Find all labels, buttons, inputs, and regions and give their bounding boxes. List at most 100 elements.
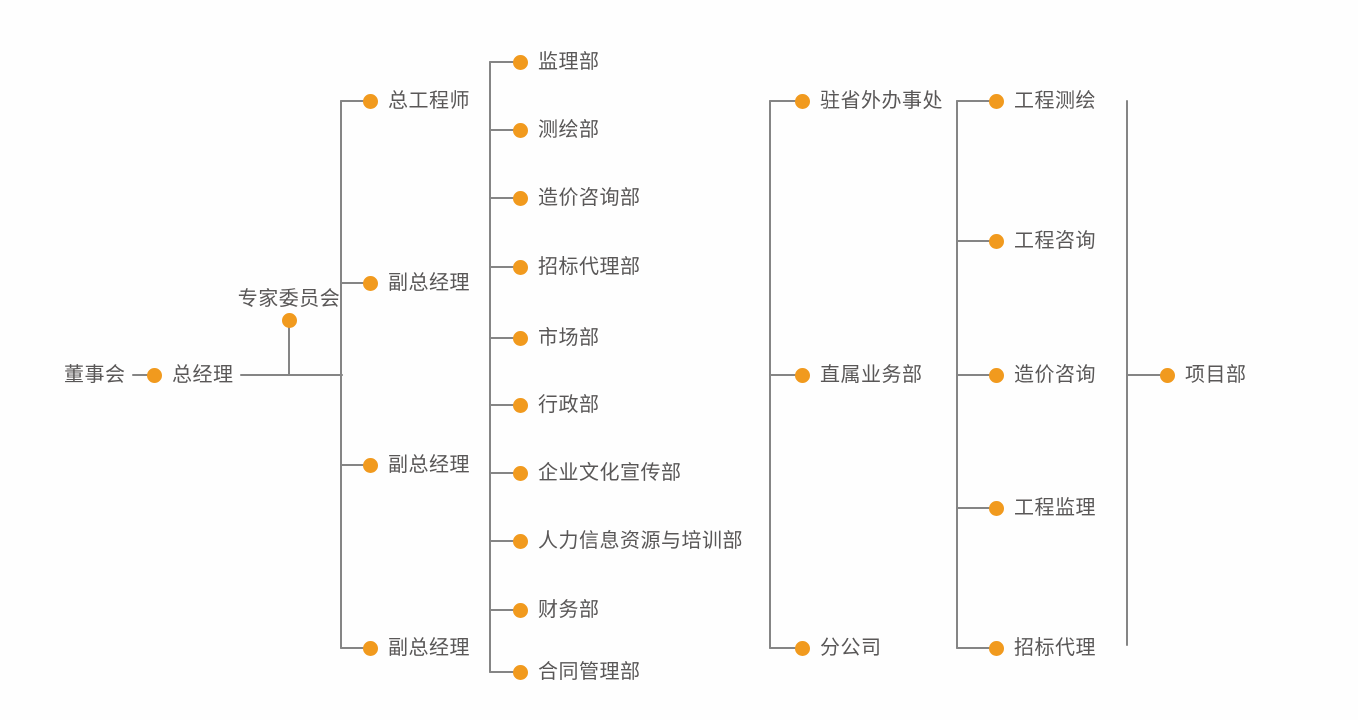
node-label: 造价咨询 [1014, 364, 1096, 386]
node-direct-business-dept: 直属业务部 [795, 364, 923, 386]
node-dot-icon [147, 367, 162, 383]
node-label: 造价咨询部 [538, 187, 641, 209]
node-dot-icon [513, 330, 528, 346]
node-dot-icon [513, 602, 528, 618]
node-engineering-surveying: 工程测绘 [989, 90, 1096, 112]
node-dot-icon [513, 190, 528, 206]
node-label: 总工程师 [388, 90, 470, 112]
node-label: 市场部 [538, 327, 600, 349]
branch-line [489, 197, 522, 199]
trunk-departments [489, 61, 491, 673]
branch-line [489, 61, 522, 63]
node-label: 财务部 [538, 599, 600, 621]
node-label: 副总经理 [388, 454, 470, 476]
node-label: 监理部 [538, 51, 600, 73]
branch-line [956, 100, 998, 102]
node-marketing-dept: 市场部 [513, 327, 600, 349]
branch-line [489, 266, 522, 268]
node-label: 合同管理部 [538, 661, 641, 683]
node-dot-icon [513, 54, 528, 70]
node-dot-icon [363, 640, 378, 656]
node-deputy-gm-1: 副总经理 [363, 272, 470, 294]
node-label: 工程监理 [1014, 497, 1096, 519]
node-dot-icon [989, 367, 1004, 383]
node-general-manager: 总经理 [147, 364, 234, 386]
branch-line [769, 100, 804, 102]
node-project-dept: 项目部 [1160, 364, 1247, 386]
branch-line [340, 282, 372, 284]
node-label: 工程测绘 [1014, 90, 1096, 112]
node-dot-icon [363, 457, 378, 473]
node-dot-icon [513, 465, 528, 481]
node-dot-icon [513, 664, 528, 680]
node-engineering-consulting: 工程咨询 [989, 230, 1096, 252]
node-dot-icon [513, 122, 528, 138]
node-dot-icon [1160, 367, 1175, 383]
node-label: 工程咨询 [1014, 230, 1096, 252]
node-dot-icon [363, 275, 378, 291]
node-dot-icon [989, 640, 1004, 656]
node-dot-icon [513, 259, 528, 275]
branch-line [489, 540, 522, 542]
branch-line [956, 647, 998, 649]
node-bidding-agency-dept: 招标代理部 [513, 256, 641, 278]
branch-line [769, 374, 804, 376]
node-cost-consulting: 造价咨询 [989, 364, 1096, 386]
node-dot-icon [989, 500, 1004, 516]
branch-line [956, 507, 998, 509]
node-label: 招标代理 [1014, 637, 1096, 659]
node-out-of-province-office: 驻省外办事处 [795, 90, 943, 112]
node-dot-icon [989, 233, 1004, 249]
node-finance-dept: 财务部 [513, 599, 600, 621]
node-dot-icon [363, 93, 378, 109]
node-label: 专家委员会 [237, 288, 341, 310]
node-dot-icon [795, 640, 810, 656]
trunk-project [1126, 100, 1128, 646]
node-supervision-dept: 监理部 [513, 51, 600, 73]
branch-line [489, 671, 522, 673]
node-dot-icon [989, 93, 1004, 109]
node-label: 测绘部 [538, 119, 600, 141]
node-label: 直属业务部 [820, 364, 923, 386]
branch-line [489, 404, 522, 406]
branch-line [489, 129, 522, 131]
node-label: 董事会 [64, 364, 126, 386]
node-dot-icon [281, 313, 297, 328]
gm-trunk-connector [240, 374, 343, 376]
node-chief-engineer: 总工程师 [363, 90, 470, 112]
node-expert-committee: 专家委员会 [237, 288, 341, 328]
branch-line [489, 337, 522, 339]
node-contract-management-dept: 合同管理部 [513, 661, 641, 683]
node-label: 分公司 [820, 637, 882, 659]
node-dot-icon [513, 533, 528, 549]
branch-line [1126, 374, 1169, 376]
node-deputy-gm-3: 副总经理 [363, 637, 470, 659]
branch-line [340, 100, 372, 102]
node-hr-info-training-dept: 人力信息资源与培训部 [513, 530, 743, 552]
node-label: 驻省外办事处 [820, 90, 943, 112]
board-gm-connector [132, 374, 149, 376]
branch-line [769, 647, 804, 649]
node-label: 副总经理 [388, 272, 470, 294]
node-label: 项目部 [1185, 364, 1247, 386]
node-branch-company: 分公司 [795, 637, 882, 659]
branch-line [489, 609, 522, 611]
branch-line [340, 647, 372, 649]
node-cost-consulting-dept: 造价咨询部 [513, 187, 641, 209]
node-surveying-dept: 测绘部 [513, 119, 600, 141]
node-corporate-culture-dept: 企业文化宣传部 [513, 462, 682, 484]
node-label: 总经理 [172, 364, 234, 386]
branch-line [489, 472, 522, 474]
node-dot-icon [795, 93, 810, 109]
node-label: 企业文化宣传部 [538, 462, 682, 484]
node-label: 人力信息资源与培训部 [538, 530, 743, 552]
node-deputy-gm-2: 副总经理 [363, 454, 470, 476]
node-label: 行政部 [538, 394, 600, 416]
branch-line [956, 240, 998, 242]
node-bidding-agency: 招标代理 [989, 637, 1096, 659]
node-dot-icon [795, 367, 810, 383]
trunk-executives [340, 100, 342, 649]
node-label: 招标代理部 [538, 256, 641, 278]
node-board: 董事会 [64, 364, 126, 386]
